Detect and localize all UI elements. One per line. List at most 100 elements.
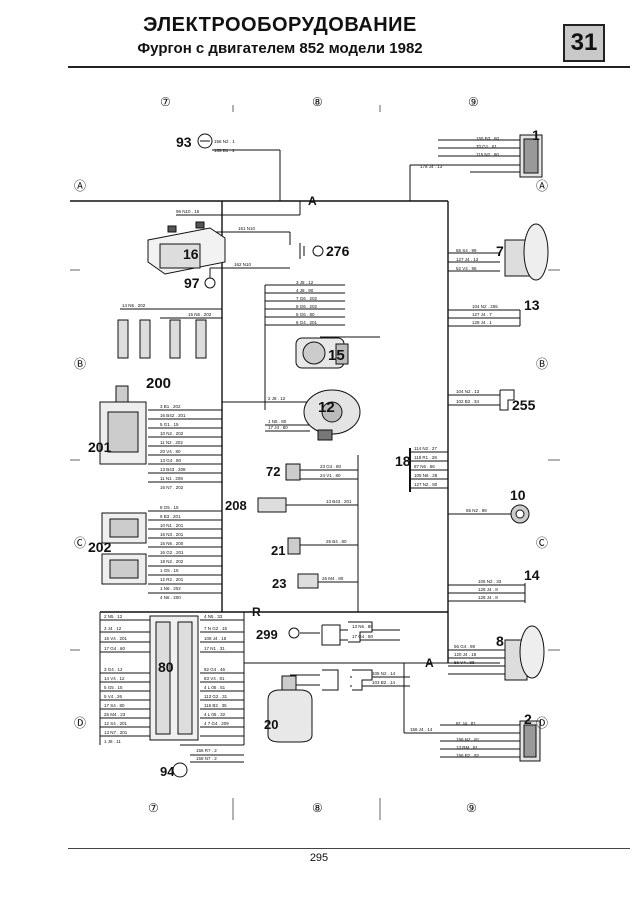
svg-text:24 V1 . 80: 24 V1 . 80 <box>320 473 341 478</box>
label-200: 200 <box>146 375 171 392</box>
svg-text:16 V4 . 201: 16 V4 . 201 <box>104 636 128 641</box>
svg-text:12 S4 . 201: 12 S4 . 201 <box>104 721 128 726</box>
reservoir-20-icon <box>267 669 373 743</box>
lamp-94-icon <box>172 762 188 778</box>
svg-text:108 J4 . 15: 108 J4 . 15 <box>204 636 227 641</box>
label-18: 18 <box>395 453 411 469</box>
grid-col-7-bottom: ⑦ <box>148 801 159 815</box>
svg-text:128 J4 . 8: 128 J4 . 8 <box>478 595 498 600</box>
page-title: ЭЛЕКТРООБОРУДОВАНИЕ <box>143 14 417 36</box>
label-2: 2 <box>524 711 532 727</box>
svg-text:16 G2 . 201: 16 G2 . 201 <box>160 550 184 555</box>
svg-text:3 J8 . 12: 3 J8 . 12 <box>296 280 314 285</box>
svg-text:70 G1 . 61: 70 G1 . 61 <box>476 144 498 149</box>
ground-97-icon <box>204 277 216 289</box>
svg-text:15 N6 . 200: 15 N6 . 200 <box>160 541 184 546</box>
svg-text:13 B43 . 201: 13 B43 . 201 <box>326 499 352 504</box>
svg-text:105 N2 . 14: 105 N2 . 14 <box>372 671 396 676</box>
grid-row-d-right: Ⓓ <box>536 716 548 730</box>
svg-text:13 B43 . 208: 13 B43 . 208 <box>160 467 186 472</box>
label-8: 8 <box>496 633 504 649</box>
sensor-72-icon <box>285 463 301 481</box>
svg-text:96 N10 . 15: 96 N10 . 15 <box>176 209 200 214</box>
svg-text:9 B3 . 201: 9 B3 . 201 <box>160 514 181 519</box>
grid-row-a-right: Ⓐ <box>536 179 548 193</box>
svg-text:118 R1 . 28: 118 R1 . 28 <box>414 455 437 460</box>
connector-1-icon <box>519 134 543 178</box>
svg-text:4 L 05 . 51: 4 L 05 . 51 <box>204 685 226 690</box>
svg-text:20 V4 . 80: 20 V4 . 80 <box>160 449 181 454</box>
svg-text:156 B2 . 92: 156 B2 . 92 <box>456 753 480 758</box>
grid-col-7: ⑦ <box>160 95 171 109</box>
connector-block-80-icon <box>149 615 199 741</box>
svg-text:11 N1 . 208: 11 N1 . 208 <box>160 476 183 481</box>
svg-text:4 7 G4 . 209: 4 7 G4 . 209 <box>204 721 229 726</box>
svg-text:16 N3 . 201: 16 N3 . 201 <box>160 532 184 537</box>
svg-text:104 N2 . 13: 104 N2 . 13 <box>456 389 480 394</box>
label-72: 72 <box>266 464 280 479</box>
bus-label-r: R <box>252 605 261 619</box>
svg-text:156 J4 . 14: 156 J4 . 14 <box>410 727 433 732</box>
svg-text:5 V4 . 26: 5 V4 . 26 <box>104 694 123 699</box>
label-7: 7 <box>496 243 504 259</box>
svg-text:7 G6 . 202: 7 G6 . 202 <box>296 296 318 301</box>
svg-text:155 B1 . 1: 155 B1 . 1 <box>214 148 235 153</box>
svg-text:13 G4 . 80: 13 G4 . 80 <box>160 458 182 463</box>
starter-motor-15-icon <box>295 337 349 369</box>
headlamp-7-icon <box>504 223 549 281</box>
label-12: 12 <box>318 399 335 416</box>
svg-text:14 N6 . 202: 14 N6 . 202 <box>122 303 146 308</box>
svg-text:8 G6 . 202: 8 G6 . 202 <box>296 304 318 309</box>
svg-text:115 N2 . 60: 115 N2 . 60 <box>476 152 499 157</box>
svg-text:127 N2 . 80: 127 N2 . 80 <box>414 482 438 487</box>
label-20: 20 <box>264 717 278 732</box>
svg-text:26 M4 . 23: 26 M4 . 23 <box>104 712 126 717</box>
svg-text:2 J8 . 12: 2 J8 . 12 <box>268 396 286 401</box>
bus-label-a: A <box>308 194 317 208</box>
page-subtitle: Фургон с двигателем 852 модели 1982 <box>137 40 423 57</box>
svg-text:18 N2 . 202: 18 N2 . 202 <box>160 559 184 564</box>
svg-text:4 L 05 . 32: 4 L 05 . 32 <box>204 712 226 717</box>
svg-text:13 N6 . 80: 13 N6 . 80 <box>352 624 373 629</box>
page-badge: 31 <box>563 24 605 62</box>
horn-10-icon <box>510 504 530 524</box>
svg-text:12 R2 . 201: 12 R2 . 201 <box>160 577 184 582</box>
label-80: 80 <box>158 659 174 675</box>
svg-text:105 N2 . 33: 105 N2 . 33 <box>478 579 502 584</box>
svg-text:55 S4 . 99: 55 S4 . 99 <box>456 248 477 253</box>
svg-text:82 G4 . 46: 82 G4 . 46 <box>204 667 226 672</box>
svg-text:17 G4 . 80: 17 G4 . 80 <box>352 634 374 639</box>
svg-text:156 R7 . 2: 156 R7 . 2 <box>196 748 217 753</box>
label-21: 21 <box>271 543 285 558</box>
grid-row-a: Ⓐ <box>74 179 86 193</box>
svg-text:155 B3 . 60: 155 B3 . 60 <box>476 136 500 141</box>
label-1: 1 <box>532 127 540 143</box>
svg-text:1 J8 . 11: 1 J8 . 11 <box>104 739 121 744</box>
svg-text:127 J4 . 13: 127 J4 . 13 <box>456 257 479 262</box>
relay-202-icon <box>101 512 147 585</box>
bus-label-a-right: A <box>425 656 434 670</box>
svg-text:8 G5 . 15: 8 G5 . 15 <box>160 505 179 510</box>
grid-col-9: ⑨ <box>468 95 479 109</box>
grid-col-9-bottom: ⑨ <box>466 801 477 815</box>
glow-plugs-200-icon <box>117 319 207 359</box>
svg-text:158 N7 . 2: 158 N7 . 2 <box>196 756 217 761</box>
svg-text:2 N5 . 12: 2 N5 . 12 <box>104 614 123 619</box>
lamp-8-icon <box>504 625 545 681</box>
svg-text:17 J4 . 80: 17 J4 . 80 <box>268 425 288 430</box>
svg-text:10 N2 . 202: 10 N2 . 202 <box>160 431 184 436</box>
label-208: 208 <box>225 498 247 513</box>
label-299: 299 <box>256 627 278 642</box>
svg-text:161 N10: 161 N10 <box>238 226 256 231</box>
connector-2-icon <box>519 720 541 762</box>
svg-text:56 G4 . 98: 56 G4 . 98 <box>454 644 476 649</box>
svg-text:4 N5 . 33: 4 N5 . 33 <box>204 614 223 619</box>
svg-text:116 B2 . 35: 116 B2 . 35 <box>204 703 227 708</box>
svg-text:10 N1 . 201: 10 N1 . 201 <box>160 523 184 528</box>
svg-text:56 V4 . 98: 56 V4 . 98 <box>454 660 475 665</box>
grid-row-b: Ⓑ <box>74 357 86 371</box>
sensor-21-icon <box>287 537 301 555</box>
label-201: 201 <box>88 439 112 455</box>
svg-text:128 J4 . 8: 128 J4 . 8 <box>478 587 498 592</box>
svg-text:3 B1 . 202: 3 B1 . 202 <box>160 404 181 409</box>
